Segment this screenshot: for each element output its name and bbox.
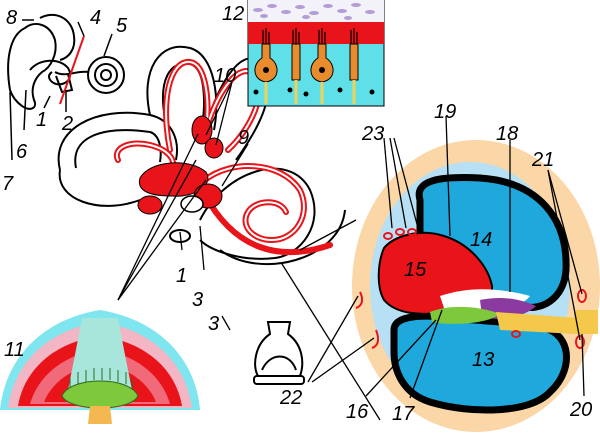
vestibular-sacs <box>137 115 224 215</box>
label-1-main: 1 <box>176 265 187 287</box>
label-2: 2 <box>61 113 73 135</box>
label-17: 17 <box>392 403 415 425</box>
label-18: 18 <box>496 123 518 145</box>
label-20: 20 <box>569 399 592 421</box>
label-10: 10 <box>214 65 236 87</box>
label-3-main: 3 <box>192 289 203 311</box>
label-23: 23 <box>361 123 384 145</box>
oval-window <box>180 195 204 213</box>
crista-ampullaris-inset <box>0 310 200 424</box>
leader-lines <box>117 81 585 421</box>
label-7: 7 <box>2 173 14 195</box>
label-11: 11 <box>4 339 25 361</box>
label-3-stapes: 3 <box>208 313 219 335</box>
label-22: 22 <box>279 387 302 409</box>
stapes-icon <box>253 321 305 385</box>
labels: 8 4 5 12 1 2 6 7 10 9 1 3 3 11 23 19 18 … <box>2 3 592 425</box>
label-6: 6 <box>16 141 28 163</box>
label-9: 9 <box>238 127 249 149</box>
label-5: 5 <box>116 15 128 37</box>
label-16: 16 <box>346 401 369 423</box>
label-15: 15 <box>404 259 427 281</box>
ear-overview-sketch <box>7 13 125 110</box>
label-12: 12 <box>222 3 244 25</box>
label-19: 19 <box>434 101 456 123</box>
label-8: 8 <box>6 7 17 29</box>
label-14: 14 <box>470 229 492 251</box>
cochlea-cross-section <box>352 140 600 432</box>
label-4: 4 <box>90 7 101 29</box>
hair-cell-epithelium-inset <box>247 0 385 107</box>
label-21: 21 <box>531 149 554 171</box>
label-1-small: 1 <box>36 109 47 131</box>
label-13: 13 <box>472 349 494 371</box>
